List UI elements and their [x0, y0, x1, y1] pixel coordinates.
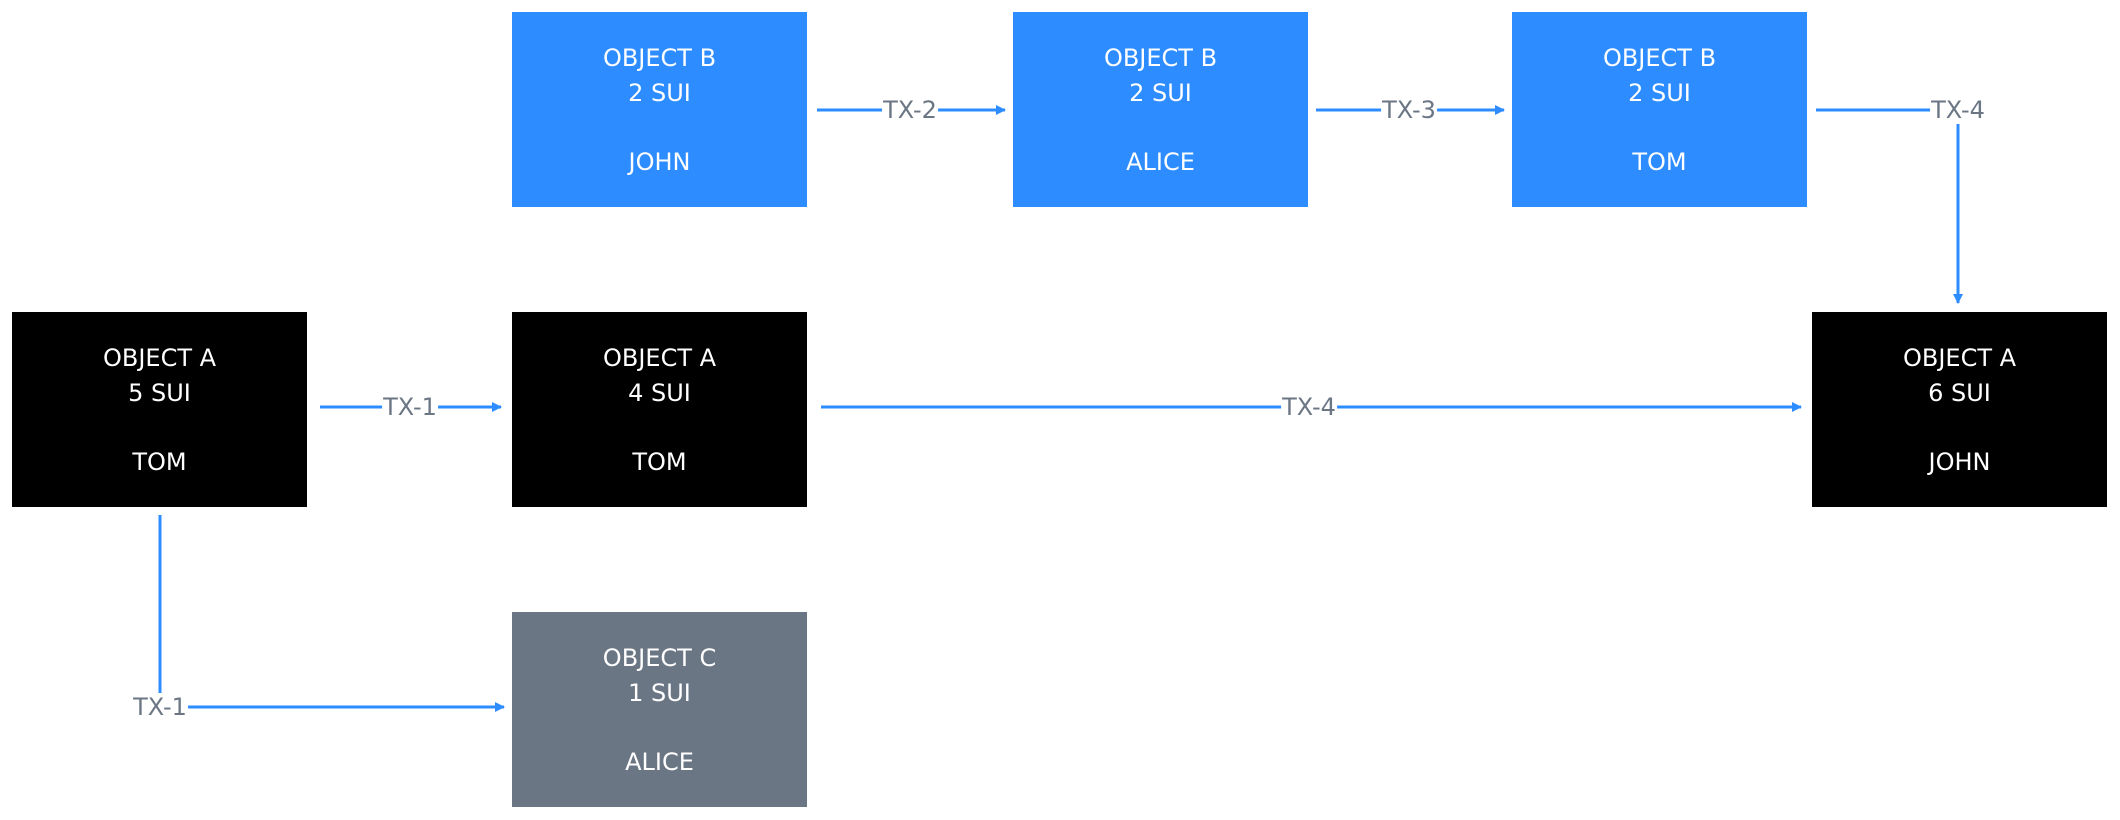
object-amount: 2 SUI	[628, 79, 691, 107]
object-amount: 1 SUI	[628, 679, 691, 707]
object-name: OBJECT A	[102, 344, 217, 372]
object-name: OBJECT B	[1103, 44, 1218, 72]
object-name: OBJECT A	[602, 344, 717, 372]
edge-a1-c1	[158, 515, 505, 712]
object-node: OBJECT C 1 SUI ALICE	[512, 612, 807, 807]
object-owner: ALICE	[1126, 148, 1195, 176]
edge-label: TX-1	[132, 693, 188, 721]
object-owner: TOM	[632, 448, 687, 476]
object-node: OBJECT B 2 SUI ALICE	[1013, 12, 1308, 207]
object-node: OBJECT A 4 SUI TOM	[512, 312, 807, 507]
edge-label: TX-2	[882, 96, 938, 124]
object-node: OBJECT A 5 SUI TOM	[12, 312, 307, 507]
object-amount: 6 SUI	[1928, 379, 1991, 407]
edge-label: TX-4	[1930, 96, 1986, 124]
object-owner: ALICE	[625, 748, 694, 776]
object-owner: JOHN	[1928, 448, 1991, 476]
object-amount: 4 SUI	[628, 379, 691, 407]
edge-label: TX-1	[382, 393, 438, 421]
object-node: OBJECT A 6 SUI JOHN	[1812, 312, 2107, 507]
object-name: OBJECT B	[1602, 44, 1717, 72]
object-name: OBJECT C	[602, 644, 717, 672]
edge-label: TX-4	[1281, 393, 1337, 421]
object-amount: 2 SUI	[1628, 79, 1691, 107]
edge-label: TX-3	[1381, 96, 1437, 124]
object-owner: TOM	[132, 448, 187, 476]
object-amount: 5 SUI	[128, 379, 191, 407]
edge-b3-a3	[1816, 108, 1963, 304]
object-name: OBJECT A	[1902, 344, 2017, 372]
object-name: OBJECT B	[602, 44, 717, 72]
object-node: OBJECT B 2 SUI JOHN	[512, 12, 807, 207]
object-owner: TOM	[1632, 148, 1687, 176]
object-owner: JOHN	[628, 148, 691, 176]
object-node: OBJECT B 2 SUI TOM	[1512, 12, 1807, 207]
object-amount: 2 SUI	[1129, 79, 1192, 107]
